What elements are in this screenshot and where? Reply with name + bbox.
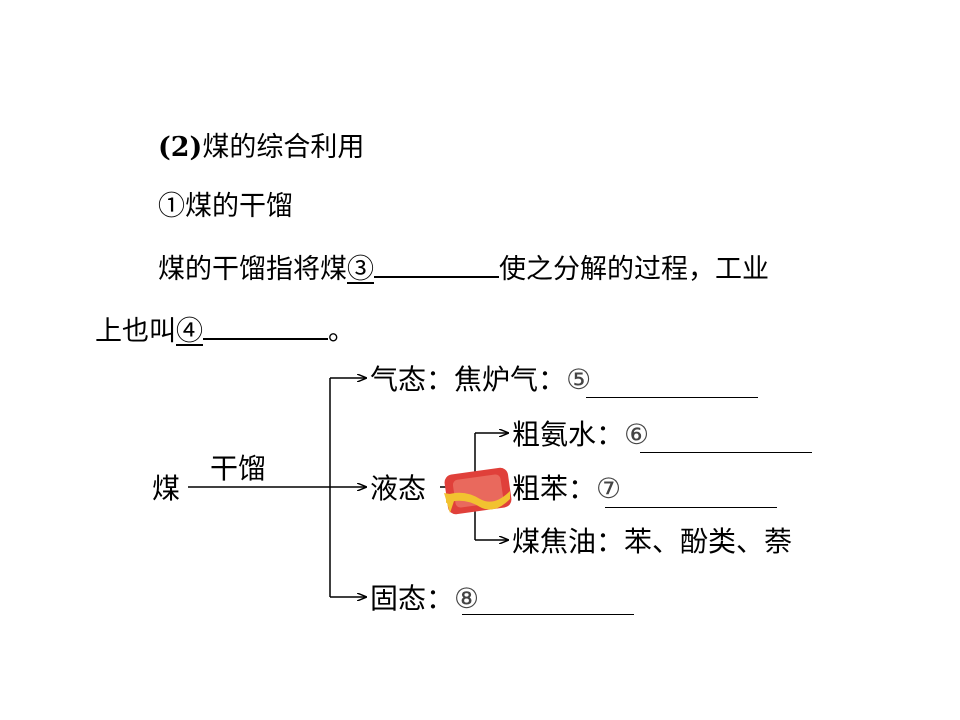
gas-colon-2: ： [538, 363, 567, 396]
paragraph-line-2: 上也叫④ 。 [95, 314, 355, 349]
paragraph-line2-start: 上也叫 [95, 316, 176, 347]
coal-tar-label: 煤焦油 [512, 525, 597, 558]
answer-blank-4[interactable] [203, 314, 328, 340]
coal-tar-colon: ： [596, 525, 625, 558]
gas-state-label: 气态 [370, 363, 427, 396]
paragraph-start: 煤的干馏指将煤 [158, 254, 347, 285]
paragraph-mid: 使之分解的过程，工业 [499, 254, 769, 285]
coal-tar-products: 苯、酚类、萘 [624, 525, 793, 558]
coal-label: 煤 [152, 472, 181, 505]
solid-row: 固态：⑧ [370, 582, 479, 616]
liquid-state-label: 液态 [370, 472, 427, 505]
answer-blank-3[interactable] [374, 252, 499, 278]
crude-benzene-label: 粗苯 [512, 472, 569, 505]
answer-blank-8[interactable] [462, 614, 634, 615]
solid-colon: ： [426, 582, 455, 615]
sticker-badge-icon [444, 467, 512, 515]
sub-heading-line: ①煤的干馏 [158, 190, 293, 224]
benzene-row: 粗苯：⑦ [512, 472, 621, 506]
answer-blank-5[interactable] [586, 397, 758, 398]
answer-blank-6[interactable] [640, 452, 812, 453]
benzene-colon: ： [568, 472, 597, 505]
blank-marker-8: ⑧ [454, 582, 480, 615]
blank-marker-4: ④ [176, 316, 203, 347]
gas-product-label: 焦炉气 [454, 363, 539, 396]
answer-blank-7[interactable] [605, 507, 777, 508]
solid-state-label: 固态 [370, 582, 427, 615]
paragraph-line-1: 煤的干馏指将煤③ 使之分解的过程，工业 [158, 252, 769, 287]
ammonia-row: 粗氨水：⑥ [512, 418, 649, 452]
ammonia-colon: ： [596, 418, 625, 451]
heading-text: 煤的综合利用 [202, 132, 365, 163]
heading-line: (2)煤的综合利用 [158, 131, 364, 165]
sub-heading-text: ①煤的干馏 [158, 191, 293, 222]
heading-number: (2) [158, 132, 203, 163]
ammonia-label: 粗氨水 [512, 418, 597, 451]
blank-marker-7: ⑦ [596, 472, 622, 505]
coal-tar-row: 煤焦油：苯、酚类、萘 [512, 525, 792, 559]
paragraph-end: 。 [328, 316, 355, 347]
gas-row: 气态：焦炉气：⑤ [370, 363, 591, 397]
blank-marker-3: ③ [347, 254, 374, 285]
blank-marker-5: ⑤ [566, 363, 592, 396]
blank-marker-6: ⑥ [624, 418, 650, 451]
gas-colon: ： [426, 363, 455, 396]
dry-distillation-label: 干馏 [210, 452, 267, 485]
